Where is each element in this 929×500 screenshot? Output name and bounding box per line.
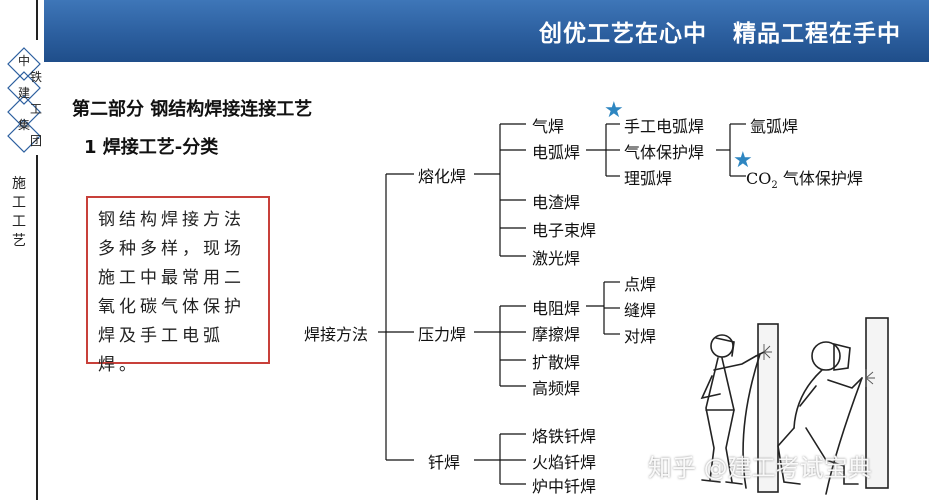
node-pressure-item: 摩擦焊 — [532, 325, 581, 344]
star-icon: ★ — [733, 148, 753, 173]
section-title: 第二部分 钢结构焊接连接工艺 — [72, 99, 313, 120]
header-banner: 创优工艺在心中精品工程在手中 — [44, 0, 929, 62]
node-fusion: 熔化焊 — [418, 167, 467, 186]
node-brazing-item: 火焰钎焊 — [532, 453, 597, 472]
node-fusion-item: 气焊 — [532, 117, 565, 136]
logo-diamond — [7, 47, 41, 153]
watermark: 知乎 @建工考试宝典 — [648, 454, 872, 482]
node-root: 焊接方法 — [304, 325, 369, 344]
logo-char: 工 — [30, 102, 43, 116]
divider-line-top — [36, 0, 38, 40]
divider-line — [36, 155, 38, 500]
node-resistance-item: 对焊 — [624, 327, 657, 346]
logo-char: 团 — [30, 134, 43, 148]
slogan-1: 创优工艺在心中 — [539, 21, 707, 47]
slogan-2: 精品工程在手中 — [733, 21, 901, 47]
logo-char: 建 — [18, 86, 31, 100]
node-arc-item: 理弧焊 — [624, 169, 673, 188]
node-brazing-item: 炉中钎焊 — [532, 477, 597, 496]
node-arc-item: 气体保护焊 — [624, 143, 705, 162]
co2-label: CO — [746, 169, 772, 188]
node-pressure-item: 扩散焊 — [532, 353, 581, 372]
co2-suffix: 气体保护焊 — [782, 169, 863, 188]
sub-title: 1 焊接工艺-分类 — [84, 137, 219, 158]
node-arc-item: 手工电弧焊 — [624, 117, 705, 136]
node-fusion-item: 电弧焊 — [532, 143, 581, 162]
node-resistance-item: 缝焊 — [624, 301, 657, 320]
node-fusion-item: 电子束焊 — [532, 221, 597, 240]
left-strip: 中 铁 建 工 集 团 施工工艺 — [0, 0, 44, 500]
node-resistance-item: 点焊 — [624, 275, 657, 294]
banner-slogan: 创优工艺在心中精品工程在手中 — [539, 14, 901, 48]
node-gas-item: 氩弧焊 — [750, 117, 799, 136]
node-fusion-item: 激光焊 — [532, 249, 581, 268]
node-gas-item-co2: CO2 气体保护焊 — [746, 165, 863, 191]
node-brazing: 钎焊 — [428, 453, 461, 472]
node-brazing-item: 烙铁钎焊 — [532, 427, 597, 446]
logo-char: 中 — [18, 54, 31, 68]
note-box: 钢结构焊接方法多种多样，现场施工中最常用二氧化碳气体保护焊及手工电弧焊。 — [86, 196, 270, 375]
node-pressure-item: 电阻焊 — [532, 299, 581, 318]
star-icon: ★ — [604, 98, 624, 123]
welders-illustration — [700, 317, 889, 495]
node-fusion-item: 电渣焊 — [532, 193, 581, 212]
node-pressure-item: 高频焊 — [532, 379, 581, 398]
co2-subscript: 2 — [771, 180, 778, 192]
side-title: 施工工艺 — [12, 176, 26, 249]
logo-char: 铁 — [30, 70, 43, 84]
node-pressure: 压力焊 — [418, 325, 467, 344]
logo-char: 集 — [18, 118, 31, 132]
